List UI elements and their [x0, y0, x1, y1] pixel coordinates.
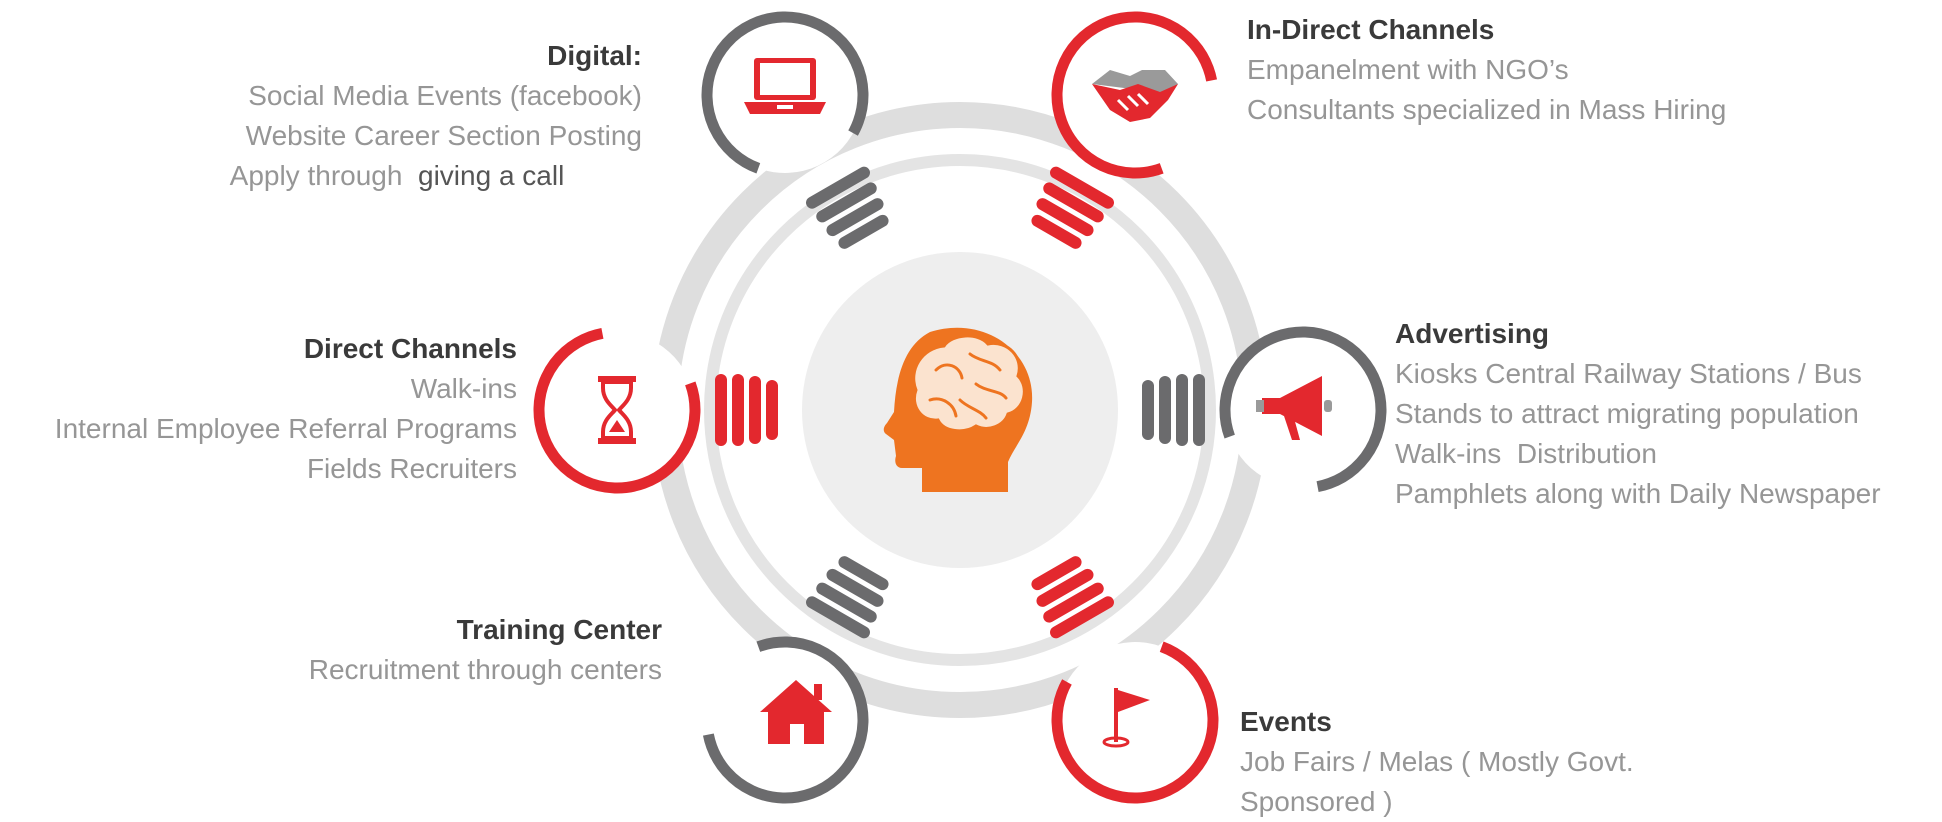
digital-connector: [806, 166, 889, 249]
indirect-line-1: Empanelment with NGO’s: [1247, 54, 1569, 85]
events-line-1: Job Fairs / Melas ( Mostly Govt.: [1240, 746, 1634, 777]
indirect-title: In-Direct Channels: [1247, 14, 1495, 45]
direct-block: Direct Channels Walk-ins Internal Employ…: [55, 329, 517, 489]
megaphone-icon: [1256, 376, 1332, 440]
events-block: Events Job Fairs / Melas ( Mostly Govt. …: [1240, 702, 1634, 822]
direct-line-2: Internal Employee Referral Programs: [54, 413, 517, 444]
advertising-connector: [1142, 374, 1205, 446]
training-node: [701, 556, 889, 804]
digital-title: Digital:: [547, 40, 642, 71]
training-block: Training Center Recruitment through cent…: [309, 610, 662, 690]
events-node: [1031, 556, 1219, 804]
digital-line-3b: giving a call: [418, 160, 565, 191]
events-title: Events: [1240, 706, 1332, 737]
events-connector: [1031, 556, 1114, 639]
direct-connector: [715, 374, 778, 446]
inner-ring: [704, 154, 1216, 666]
direct-node: [533, 326, 778, 494]
indirect-block: In-Direct Channels Empanelment with NGO’…: [1247, 10, 1726, 130]
flag-icon: [1102, 688, 1150, 748]
home-icon: [760, 680, 832, 744]
advertising-line-2: Stands to attract migrating population: [1395, 398, 1859, 429]
indirect-node: [1031, 11, 1219, 249]
indirect-line-2: Consultants specialized in Mass Hiring: [1247, 94, 1727, 125]
hourglass-icon: [598, 376, 636, 444]
digital-line-1: Social Media Events (facebook): [248, 80, 642, 111]
laptop-icon: [744, 58, 826, 114]
digital-block: Digital: Social Media Events (facebook) …: [230, 36, 642, 196]
advertising-node: [1142, 326, 1387, 494]
advertising-line-1: Kiosks Central Railway Stations / Bus: [1395, 358, 1862, 389]
advertising-line-3: Walk-ins Distribution: [1395, 438, 1657, 469]
training-connector: [806, 556, 889, 639]
events-line-2: Sponsored ): [1240, 786, 1393, 817]
training-title: Training Center: [456, 614, 662, 645]
advertising-title: Advertising: [1395, 318, 1550, 349]
digital-line-2: Website Career Section Posting: [245, 120, 642, 151]
advertising-block: Advertising Kiosks Central Railway Stati…: [1395, 314, 1881, 514]
digital-line-3a: Apply through: [229, 160, 403, 191]
digital-line-3: Apply through giving a call: [220, 156, 642, 196]
brain-head-icon: [883, 327, 1033, 492]
direct-line-3: Fields Recruiters: [306, 453, 517, 484]
training-line-1: Recruitment through centers: [308, 654, 662, 685]
handshake-icon: [1092, 70, 1178, 122]
indirect-connector: [1031, 166, 1114, 249]
direct-line-1: Walk-ins: [410, 373, 517, 404]
advertising-line-4: Pamphlets along with Daily Newspaper: [1395, 478, 1881, 509]
digital-node: [701, 11, 889, 249]
direct-title: Direct Channels: [303, 333, 517, 364]
